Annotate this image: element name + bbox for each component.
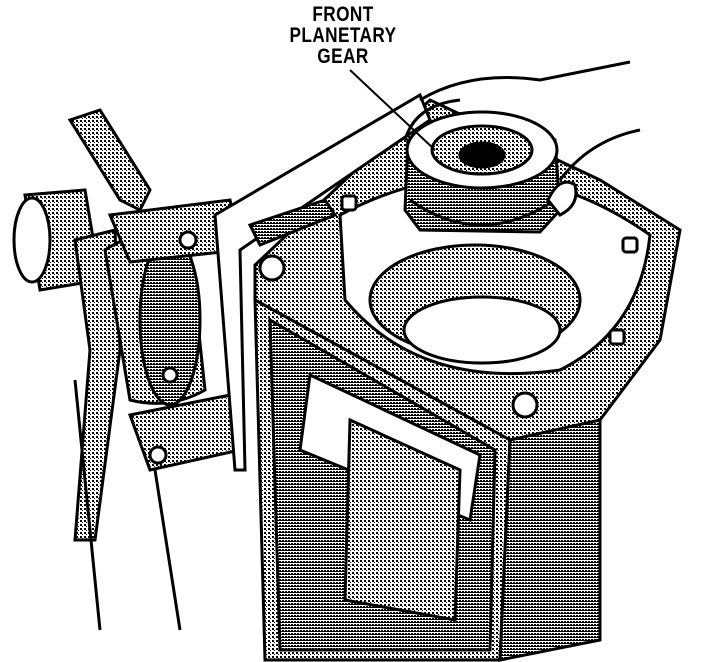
callout-leader-line (349, 69, 436, 151)
hand-illustration (403, 60, 641, 217)
label-line-planetary: PLANETARY (289, 24, 397, 47)
holding-fixture (12, 108, 242, 631)
label-line-front: FRONT (312, 3, 374, 26)
adapter-plate (213, 92, 432, 472)
front-planetary-gear (403, 110, 562, 234)
transmission-case (253, 98, 682, 662)
label-line-gear: GEAR (317, 45, 369, 68)
front-planetary-gear-label: FRONT PLANETARY GEAR (282, 4, 405, 67)
